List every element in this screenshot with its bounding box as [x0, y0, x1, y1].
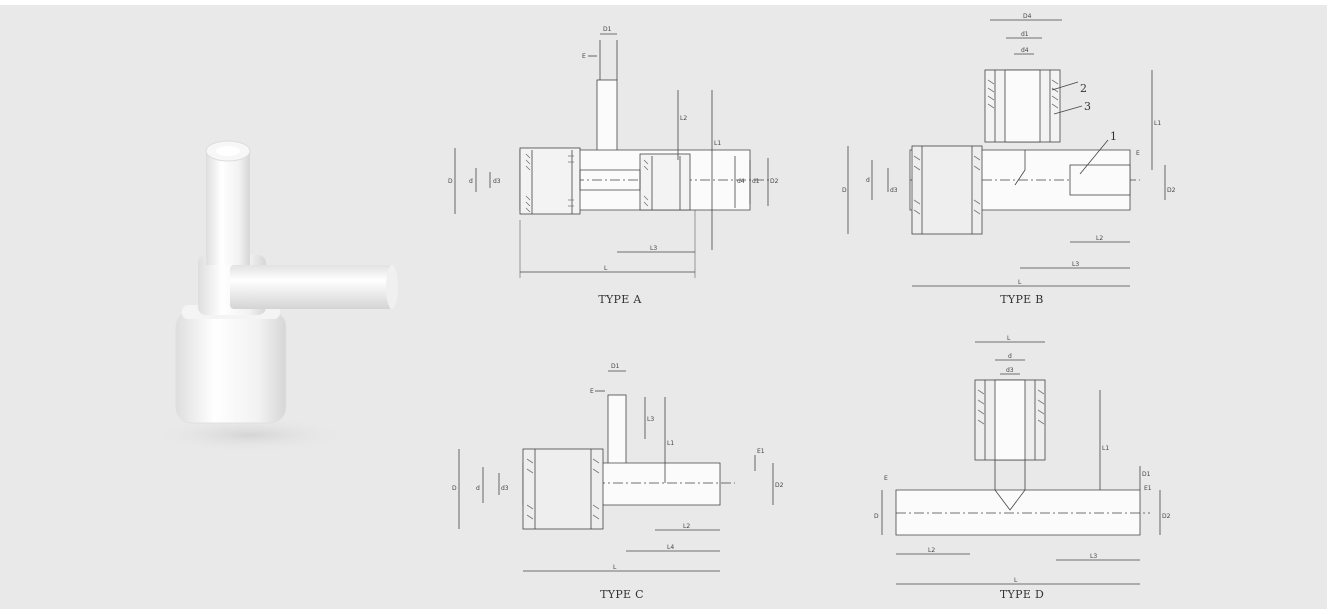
callout-3: 3 — [1084, 100, 1091, 113]
dim-d: d — [469, 178, 473, 185]
dim-D2: D2 — [770, 178, 779, 185]
dim-D: D — [874, 513, 879, 520]
dim-L3: L3 — [1090, 553, 1097, 560]
type-b-drawing: D d d3 D4 d1 d4 D2 E L L1 L2 L3 1 2 3 — [842, 13, 1176, 287]
dim-L4: L4 — [667, 544, 674, 551]
dim-E: E — [1136, 150, 1140, 157]
dim-L: L — [1018, 279, 1022, 286]
dim-L2: L2 — [928, 547, 935, 554]
callout-1: 1 — [1110, 130, 1117, 143]
product-panel: D d d3 d4 d1 D2 D1 E L L1 L2 L3 TYPE A — [0, 5, 1327, 609]
type-a-caption: TYPE A — [598, 293, 642, 306]
type-c-drawing: D d d3 D1 D2 E E1 L L1 L2 L3 L4 — [452, 363, 784, 572]
dim-L1: L1 — [1154, 120, 1161, 127]
dim-D: D — [842, 187, 847, 194]
dim-D2: D2 — [1167, 187, 1176, 194]
dim-D: D — [452, 485, 457, 492]
dim-D1: D1 — [603, 26, 612, 33]
dim-L2: L2 — [683, 523, 690, 530]
dim-E1: E1 — [1144, 485, 1152, 492]
dim-E1: E1 — [757, 448, 765, 455]
dim-L3: L3 — [650, 245, 657, 252]
dim-d3: d3 — [501, 485, 509, 492]
dim-d: d — [866, 177, 870, 184]
dim-L2: L2 — [1096, 235, 1103, 242]
dim-d3: d3 — [890, 187, 898, 194]
dim-d4: d4 — [1021, 47, 1029, 54]
dim-d3: d3 — [493, 178, 501, 185]
dim-E: E — [582, 53, 586, 60]
callout-2: 2 — [1080, 82, 1087, 95]
type-c-caption: TYPE C — [600, 588, 644, 601]
dim-d4: d4 — [737, 178, 745, 185]
dim-d1: d1 — [752, 178, 760, 185]
type-b-caption: TYPE B — [1000, 293, 1044, 306]
dim-L1: L1 — [714, 140, 721, 147]
dim-E: E — [884, 475, 888, 482]
dim-E: E — [590, 388, 594, 395]
dim-L3: L3 — [647, 416, 654, 423]
dim-d1: d1 — [1021, 31, 1029, 38]
type-d-drawing: L d d3 D D1 D2 E E1 L L1 L2 L3 — [874, 335, 1171, 585]
dim-L: L — [1014, 577, 1018, 584]
dim-D: D — [448, 178, 453, 185]
dim-d: d — [476, 485, 480, 492]
dim-D1: D1 — [611, 363, 620, 370]
dim-d: d — [1008, 353, 1012, 360]
dim-L1: L1 — [1102, 445, 1109, 452]
dim-L: L — [1007, 335, 1011, 342]
type-a-drawing: D d d3 d4 d1 D2 D1 E L L1 L2 L3 — [448, 26, 779, 278]
dim-D1: D1 — [1142, 471, 1151, 478]
dim-L: L — [613, 564, 617, 571]
dim-L: L — [604, 265, 608, 272]
fitting-photo — [150, 140, 398, 453]
dim-L3: L3 — [1072, 261, 1079, 268]
dim-L2: L2 — [680, 115, 687, 122]
type-d-caption: TYPE D — [999, 588, 1045, 601]
dim-L1: L1 — [667, 440, 674, 447]
dim-D2: D2 — [1162, 513, 1171, 520]
dim-d3: d3 — [1006, 367, 1014, 374]
dim-D2: D2 — [775, 482, 784, 489]
dim-D4: D4 — [1023, 13, 1032, 20]
